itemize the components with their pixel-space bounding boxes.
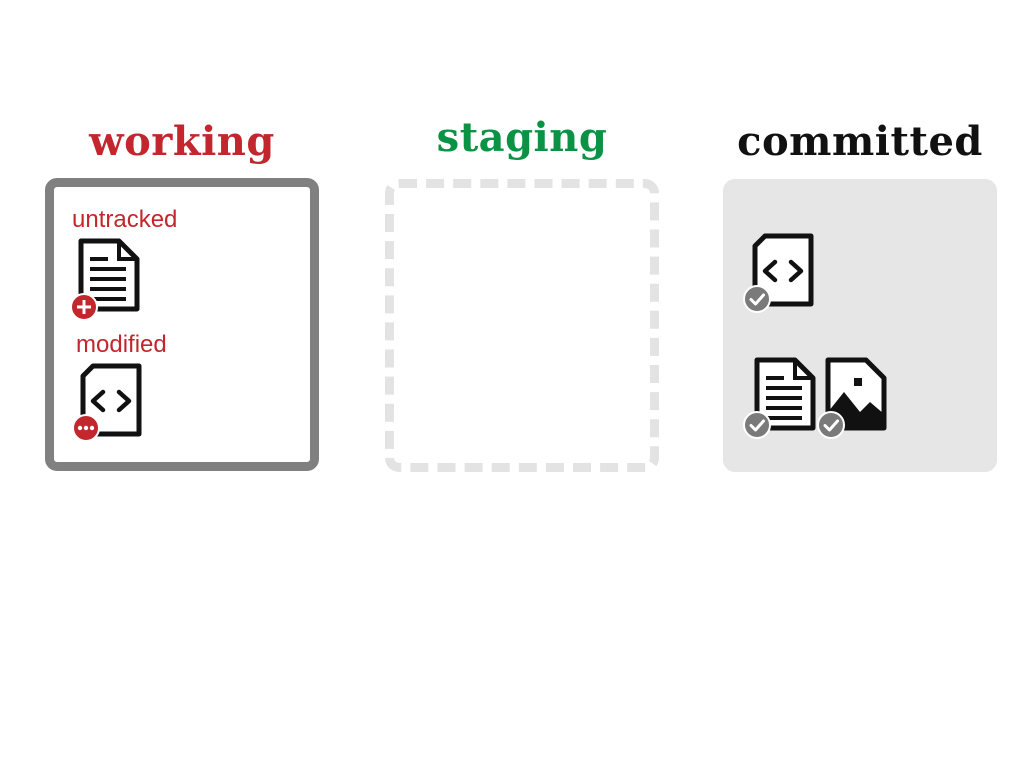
plus-badge-icon (70, 293, 98, 321)
staging-area (385, 179, 659, 472)
image-file-icon (825, 357, 887, 431)
working-title: working (89, 118, 275, 165)
code-file-icon (80, 363, 142, 437)
untracked-label: untracked (72, 206, 178, 233)
check-badge-icon (817, 411, 845, 439)
check-badge-icon (743, 411, 771, 439)
ellipsis-badge-icon (72, 414, 100, 442)
code-file-icon (752, 233, 814, 307)
committed-title: committed (737, 118, 983, 165)
staging-title: staging (436, 114, 608, 161)
modified-label: modified (76, 331, 167, 358)
working-area (45, 178, 319, 471)
text-file-icon (754, 357, 816, 431)
check-badge-icon (743, 285, 771, 313)
